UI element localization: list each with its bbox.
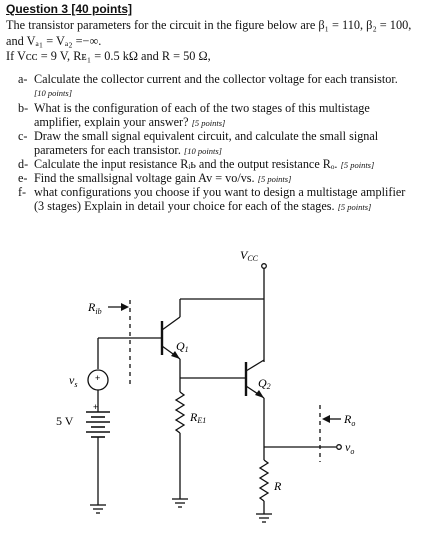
item-marker: d- bbox=[18, 157, 29, 171]
item-points: [5 points] bbox=[257, 174, 292, 184]
intro-line-2: and Vₐ₁ = Vₐ₂ =−∞. bbox=[6, 34, 102, 48]
ro-arrow-head bbox=[322, 415, 330, 423]
item-text: What is the configuration of each of the… bbox=[34, 101, 370, 115]
item-marker: f- bbox=[18, 185, 27, 199]
vcc-terminal bbox=[261, 263, 267, 269]
q2-emitter-arrow bbox=[255, 390, 264, 398]
item-text: Calculate the collector current and the … bbox=[34, 72, 398, 86]
r-label: R bbox=[273, 479, 282, 493]
item-text: amplifier, explain your answer? [5 point… bbox=[34, 114, 226, 129]
question-item-d: d- Calculate the input resistance Rᵢь an… bbox=[18, 157, 418, 173]
item-marker: b- bbox=[18, 101, 29, 115]
re1-resistor bbox=[174, 391, 186, 434]
question-item-a: a- Calculate the collector current and t… bbox=[18, 72, 418, 100]
item-marker: a- bbox=[18, 72, 28, 86]
rib-label: Rib bbox=[87, 300, 102, 316]
question-item-f: f- what configurations you choose if you… bbox=[18, 185, 418, 214]
vs-label: vs bbox=[69, 373, 77, 389]
battery-label: 5 V bbox=[56, 414, 74, 428]
item-points: [10 points] bbox=[34, 87, 73, 98]
vs-plus-sign: + bbox=[95, 373, 100, 383]
q2-label: Q2 bbox=[258, 376, 271, 391]
item-points: [5 points] bbox=[191, 117, 226, 128]
item-text: parameters for each transistor. [10 poin… bbox=[34, 142, 222, 157]
question-item-b: b- What is the configuration of each of … bbox=[18, 101, 418, 130]
item-text: Calculate the input resistance Rᵢь and t… bbox=[34, 157, 375, 171]
item-points: [10 points] bbox=[183, 145, 222, 156]
item-text: Draw the small signal equivalent circuit… bbox=[34, 129, 379, 143]
intro-line-1: The transistor parameters for the circui… bbox=[6, 18, 412, 32]
battery-plus-sign: + bbox=[93, 402, 98, 412]
vcc-label: VCC bbox=[240, 248, 259, 263]
q1-label: Q1 bbox=[176, 339, 189, 354]
item-marker: c- bbox=[18, 129, 28, 143]
question-item-c: c- Draw the small signal equivalent circ… bbox=[18, 129, 418, 158]
q1-collector-lead bbox=[161, 316, 181, 331]
question-title: Question 3 [40 points] bbox=[6, 2, 133, 16]
vo-label: vo bbox=[345, 440, 354, 456]
q2-collector-lead bbox=[245, 359, 265, 372]
ro-label: Ro bbox=[343, 412, 355, 428]
item-text: Find the smallsignal voltage gain Av = v… bbox=[34, 171, 292, 185]
item-text: (3 stages) Explain in detail your choice… bbox=[34, 198, 372, 213]
rib-arrow-head bbox=[121, 303, 129, 311]
item-text: what configurations you choose if you wa… bbox=[34, 185, 406, 199]
item-marker: e- bbox=[18, 171, 28, 185]
r-resistor bbox=[258, 459, 270, 502]
re1-label: RE1 bbox=[189, 410, 206, 425]
question-item-e: e- Find the smallsignal voltage gain Av … bbox=[18, 171, 418, 187]
intro-line-3: If Vᴄᴄ = 9 V, Rᴇ₁ = 0.5 kΩ and R = 50 Ω, bbox=[6, 49, 211, 63]
q1-emitter-arrow bbox=[171, 351, 180, 359]
item-points: [5 points] bbox=[340, 160, 375, 170]
item-points: [5 points] bbox=[337, 201, 372, 212]
vo-terminal bbox=[336, 444, 342, 450]
